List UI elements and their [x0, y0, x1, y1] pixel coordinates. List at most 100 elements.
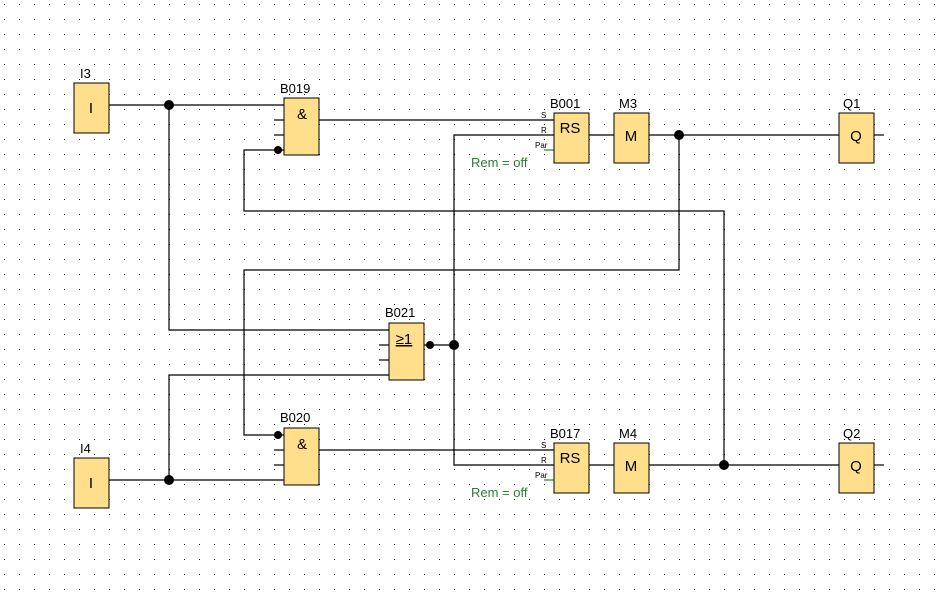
- grid-dot: [334, 439, 335, 440]
- grid-dot: [814, 19, 815, 20]
- grid-dot: [454, 79, 455, 80]
- block-b019-body[interactable]: [283, 97, 320, 156]
- block-q1[interactable]: Q1 Q: [838, 96, 875, 164]
- grid-dot: [499, 319, 500, 320]
- grid-dot: [874, 364, 875, 365]
- block-i3-label: I3: [80, 66, 91, 81]
- grid-dot: [34, 304, 35, 305]
- grid-dot: [169, 49, 170, 50]
- grid-dot: [364, 319, 365, 320]
- grid-dot: [109, 514, 110, 515]
- grid-dot: [799, 319, 800, 320]
- block-m3-body[interactable]: [613, 112, 650, 164]
- grid-dot: [814, 469, 815, 470]
- grid-dot: [904, 424, 905, 425]
- grid-dot: [229, 334, 230, 335]
- wire-m4-b019[interactable]: [243, 149, 725, 465]
- grid-dot: [469, 94, 470, 95]
- wire-m3-b020[interactable]: [243, 135, 680, 436]
- grid-dot: [574, 334, 575, 335]
- grid-dot: [214, 574, 215, 575]
- grid-dot: [64, 349, 65, 350]
- block-m4[interactable]: M4 M: [613, 426, 650, 494]
- grid-dot: [484, 19, 485, 20]
- block-b021-body[interactable]: [388, 322, 425, 381]
- grid-dot: [634, 574, 635, 575]
- wire-b021-b001-r[interactable]: [453, 134, 554, 345]
- grid-dot: [634, 94, 635, 95]
- block-q2-body[interactable]: [838, 442, 875, 494]
- grid-dot: [724, 79, 725, 80]
- block-b021[interactable]: B021 ≥1: [385, 305, 425, 381]
- grid-dot: [724, 184, 725, 185]
- grid-dot: [814, 124, 815, 125]
- wire-i3-b021[interactable]: [168, 105, 389, 331]
- grid-dot: [154, 424, 155, 425]
- grid-dot: [844, 259, 845, 260]
- grid-dot: [709, 349, 710, 350]
- grid-dot: [109, 529, 110, 530]
- grid-dot: [514, 64, 515, 65]
- grid-dot: [829, 199, 830, 200]
- grid-dot: [259, 229, 260, 230]
- grid-dot: [859, 574, 860, 575]
- block-i4-body[interactable]: [73, 457, 110, 509]
- grid-dot: [919, 574, 920, 575]
- block-i4[interactable]: I4 I: [73, 441, 110, 509]
- block-b001[interactable]: B001 RS S R Par Rem = off: [471, 96, 590, 170]
- grid-dot: [814, 379, 815, 380]
- wire-b021-b017-r[interactable]: [453, 345, 554, 466]
- block-q2[interactable]: Q2 Q: [838, 426, 875, 494]
- grid-dot: [304, 274, 305, 275]
- grid-dot: [649, 64, 650, 65]
- grid-dot: [919, 244, 920, 245]
- grid-dot: [49, 499, 50, 500]
- grid-dot: [349, 454, 350, 455]
- grid-dot: [709, 259, 710, 260]
- grid-dot: [769, 469, 770, 470]
- grid-dot: [754, 229, 755, 230]
- grid-dot: [649, 559, 650, 560]
- grid-dot: [139, 19, 140, 20]
- grid-dot: [79, 424, 80, 425]
- grid-dot: [619, 214, 620, 215]
- grid-dot: [19, 79, 20, 80]
- grid-dot: [334, 544, 335, 545]
- block-i3-body[interactable]: [73, 82, 110, 134]
- block-q1-body[interactable]: [838, 112, 875, 164]
- grid-dot: [94, 34, 95, 35]
- block-b019[interactable]: B019 &: [280, 81, 320, 156]
- wire-i4-b021[interactable]: [168, 374, 389, 480]
- grid-dot: [694, 34, 695, 35]
- grid-dot: [34, 484, 35, 485]
- block-b017[interactable]: B017 RS S R Par Rem = off: [471, 426, 590, 500]
- grid-dot: [769, 544, 770, 545]
- grid-dot: [109, 139, 110, 140]
- block-b020-body[interactable]: [283, 427, 320, 486]
- grid-dot: [634, 349, 635, 350]
- block-b017-body[interactable]: [553, 442, 590, 494]
- block-m3[interactable]: M3 M: [613, 96, 650, 164]
- grid-dot: [79, 454, 80, 455]
- grid-dot: [514, 529, 515, 530]
- grid-dot: [109, 424, 110, 425]
- grid-dot: [904, 394, 905, 395]
- grid-dot: [679, 94, 680, 95]
- block-b001-body[interactable]: [553, 112, 590, 164]
- grid-dot: [274, 79, 275, 80]
- grid-dot: [259, 199, 260, 200]
- block-i3[interactable]: I3 I: [73, 66, 110, 134]
- grid-dot: [844, 544, 845, 545]
- grid-dot: [19, 469, 20, 470]
- grid-dot: [559, 4, 560, 5]
- block-m4-body[interactable]: [613, 442, 650, 494]
- grid-dot: [229, 259, 230, 260]
- block-b020[interactable]: B020 &: [280, 410, 320, 486]
- grid-dot: [289, 289, 290, 290]
- grid-dot: [64, 484, 65, 485]
- grid-dot: [634, 49, 635, 50]
- grid-dot: [724, 109, 725, 110]
- grid-dot: [259, 259, 260, 260]
- grid-dot: [739, 169, 740, 170]
